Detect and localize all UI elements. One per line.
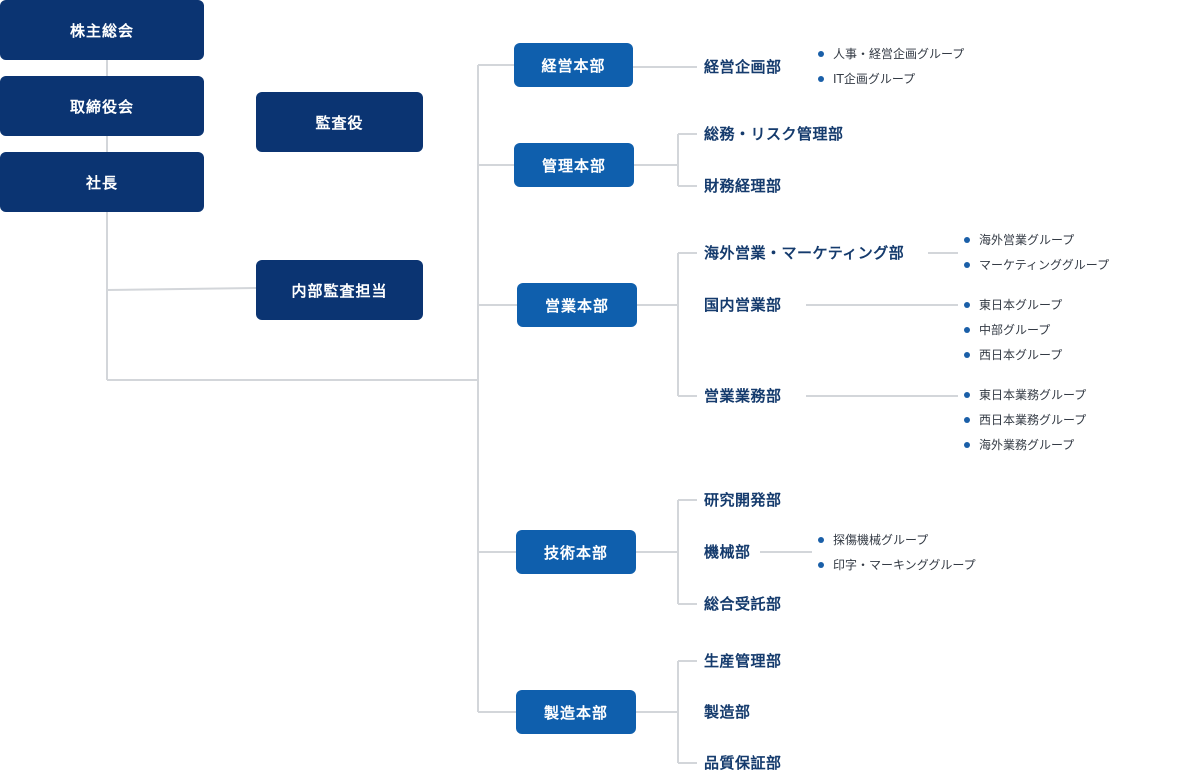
group-label: IT企画グループ — [833, 72, 916, 86]
group-label: 探傷機械グループ — [833, 533, 929, 547]
internal-audit-box: 内部監査担当 — [256, 260, 423, 320]
bullet-icon — [818, 51, 824, 57]
group-item: マーケティンググループ — [964, 257, 1109, 273]
dept-production-control: 生産管理部 — [704, 652, 782, 670]
group-item: 人事・経営企画グループ — [818, 46, 964, 62]
dept-corporate-planning: 経営企画部 — [704, 58, 782, 76]
dept-general-affairs-risk: 総務・リスク管理部 — [704, 125, 844, 143]
bullet-icon — [964, 302, 970, 308]
group-item: 海外業務グループ — [964, 437, 1074, 453]
group-label: 中部グループ — [979, 323, 1051, 337]
bullet-icon — [964, 442, 970, 448]
president-box: 社長 — [0, 152, 204, 212]
group-item: 西日本グループ — [964, 347, 1062, 363]
group-item: 探傷機械グループ — [818, 532, 928, 548]
bullet-icon — [964, 417, 970, 423]
group-label: 海外業務グループ — [979, 438, 1075, 452]
group-item: IT企画グループ — [818, 71, 915, 87]
group-item: 海外営業グループ — [964, 232, 1074, 248]
dept-finance-accounting: 財務経理部 — [704, 177, 782, 195]
dept-research-development: 研究開発部 — [704, 491, 782, 509]
dept-overseas-sales-marketing: 海外営業・マーケティング部 — [704, 244, 905, 262]
board-of-directors-box: 取締役会 — [0, 76, 204, 136]
group-label: 印字・マーキンググループ — [833, 558, 976, 572]
group-item: 印字・マーキンググループ — [818, 557, 976, 573]
shareholders-meeting-box: 株主総会 — [0, 0, 204, 60]
bullet-icon — [964, 392, 970, 398]
dept-quality-assurance: 品質保証部 — [704, 754, 782, 772]
dept-domestic-sales: 国内営業部 — [704, 296, 782, 314]
group-label: 人事・経営企画グループ — [833, 47, 965, 61]
group-item: 東日本グループ — [964, 297, 1062, 313]
division-technology-headquarters: 技術本部 — [516, 530, 636, 574]
group-label: 東日本グループ — [979, 298, 1063, 312]
group-item: 西日本業務グループ — [964, 412, 1086, 428]
bullet-icon — [964, 352, 970, 358]
bullet-icon — [818, 562, 824, 568]
group-label: 海外営業グループ — [979, 233, 1075, 247]
bullet-icon — [964, 327, 970, 333]
division-management-headquarters: 経営本部 — [514, 43, 633, 87]
group-label: マーケティンググループ — [979, 258, 1110, 272]
bullet-icon — [964, 262, 970, 268]
dept-sales-operations: 営業業務部 — [704, 387, 782, 405]
bullet-icon — [818, 537, 824, 543]
group-item: 中部グループ — [964, 322, 1050, 338]
division-manufacturing-headquarters: 製造本部 — [516, 690, 636, 734]
division-administration-headquarters: 管理本部 — [514, 143, 634, 187]
auditor-box: 監査役 — [256, 92, 423, 152]
division-sales-headquarters: 営業本部 — [517, 283, 637, 327]
group-label: 西日本業務グループ — [979, 413, 1087, 427]
dept-contract-services: 総合受託部 — [704, 595, 782, 613]
bullet-icon — [818, 76, 824, 82]
dept-machinery: 機械部 — [704, 543, 751, 561]
dept-manufacturing: 製造部 — [704, 703, 751, 721]
group-label: 西日本グループ — [979, 348, 1063, 362]
group-item: 東日本業務グループ — [964, 387, 1086, 403]
bullet-icon — [964, 237, 970, 243]
group-label: 東日本業務グループ — [979, 388, 1087, 402]
